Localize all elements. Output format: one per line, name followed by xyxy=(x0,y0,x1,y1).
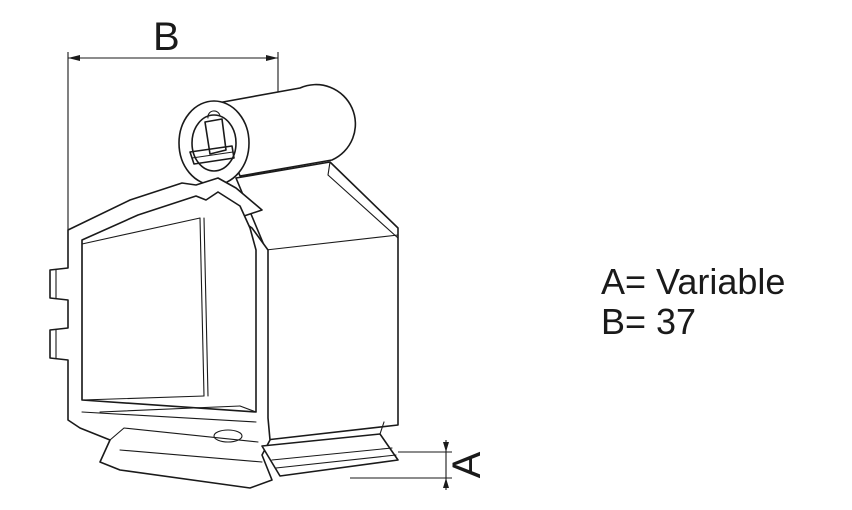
dimension-a: A xyxy=(350,440,489,490)
dimension-b-label: B xyxy=(153,15,180,59)
dimension-a-label: A xyxy=(445,451,489,478)
bottom-rail xyxy=(261,421,399,477)
legend-a: A= Variable xyxy=(601,261,786,302)
rear-block xyxy=(235,161,399,441)
front-frame xyxy=(49,177,273,489)
hinge-boss xyxy=(178,83,357,186)
dimension-b: B xyxy=(67,15,279,230)
legend-b: B= 37 xyxy=(601,301,697,342)
dimension-legend: A= Variable B= 37 xyxy=(601,262,785,342)
